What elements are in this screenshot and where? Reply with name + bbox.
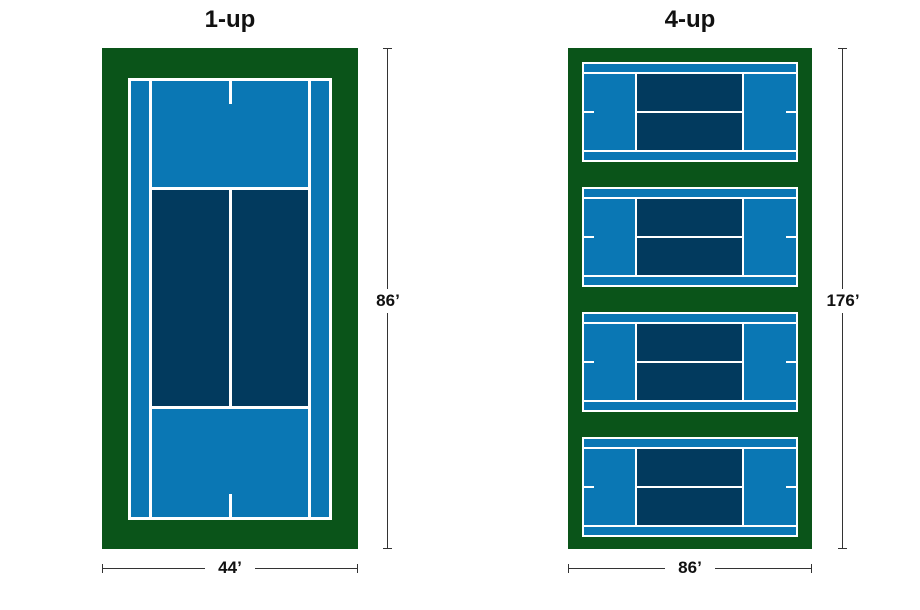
center-service-line bbox=[635, 361, 744, 363]
right-singles-sideline bbox=[308, 78, 311, 520]
top-singles-sideline bbox=[582, 197, 798, 199]
right-center-mark bbox=[786, 486, 798, 488]
left-center-mark bbox=[582, 111, 594, 113]
tennis-court bbox=[582, 187, 798, 287]
bottom-doubles-sideline bbox=[582, 535, 798, 537]
far-center-mark bbox=[229, 78, 232, 104]
center-service-line bbox=[229, 187, 232, 409]
quad-height-tick-top bbox=[838, 48, 847, 49]
quad-height-tick-bottom bbox=[838, 548, 847, 549]
left-center-mark bbox=[582, 361, 594, 363]
bottom-singles-sideline bbox=[582, 525, 798, 527]
bottom-singles-sideline bbox=[582, 275, 798, 277]
center-service-line bbox=[635, 486, 744, 488]
single-width-tick-left bbox=[102, 564, 103, 573]
right-center-mark bbox=[786, 361, 798, 363]
quad-width-tick-right bbox=[811, 564, 812, 573]
bottom-doubles-sideline bbox=[582, 285, 798, 287]
quad-layout-title: 4-up bbox=[664, 6, 716, 33]
single-layout-title: 1-up bbox=[204, 6, 256, 33]
bottom-doubles-sideline bbox=[582, 410, 798, 412]
tennis-court bbox=[582, 312, 798, 412]
single-width-tick-right bbox=[357, 564, 358, 573]
bottom-doubles-sideline bbox=[582, 160, 798, 162]
quad-width-tick-left bbox=[568, 564, 569, 573]
tennis-court bbox=[582, 437, 798, 537]
center-service-line bbox=[635, 111, 744, 113]
right-doubles-sideline bbox=[329, 78, 332, 520]
near-center-mark bbox=[229, 494, 232, 520]
single-height-tick-bottom bbox=[383, 548, 392, 549]
quad-height-label: 176’ bbox=[818, 289, 868, 313]
single-tennis-court bbox=[128, 78, 332, 520]
right-center-mark bbox=[786, 111, 798, 113]
quad-court-surround bbox=[568, 48, 812, 549]
single-height-label: 86’ bbox=[366, 289, 410, 313]
top-doubles-sideline bbox=[582, 187, 798, 189]
center-service-line bbox=[635, 236, 744, 238]
top-singles-sideline bbox=[582, 322, 798, 324]
bottom-singles-sideline bbox=[582, 400, 798, 402]
tennis-court bbox=[582, 62, 798, 162]
top-doubles-sideline bbox=[582, 312, 798, 314]
left-doubles-sideline bbox=[128, 78, 131, 520]
left-center-mark bbox=[582, 236, 594, 238]
bottom-singles-sideline bbox=[582, 150, 798, 152]
top-singles-sideline bbox=[582, 447, 798, 449]
left-center-mark bbox=[582, 486, 594, 488]
quad-tennis-courts bbox=[582, 62, 798, 537]
single-court-surround bbox=[102, 48, 358, 549]
top-singles-sideline bbox=[582, 72, 798, 74]
right-center-mark bbox=[786, 236, 798, 238]
top-doubles-sideline bbox=[582, 62, 798, 64]
single-width-label: 44’ bbox=[205, 558, 255, 578]
top-doubles-sideline bbox=[582, 437, 798, 439]
single-height-tick-top bbox=[383, 48, 392, 49]
quad-width-label: 86’ bbox=[665, 558, 715, 578]
left-singles-sideline bbox=[149, 78, 152, 520]
